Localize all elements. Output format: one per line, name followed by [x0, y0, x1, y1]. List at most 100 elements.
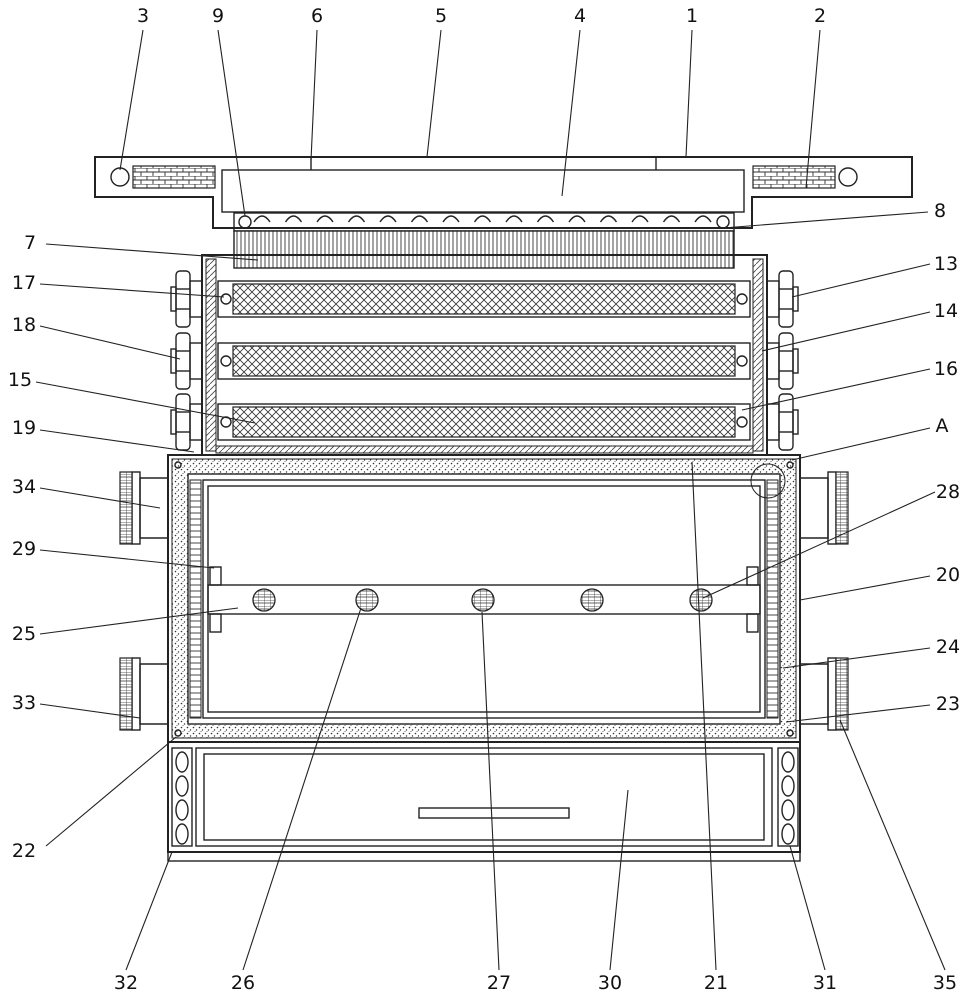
leader-line	[561, 29, 581, 197]
label-29: 29	[12, 538, 36, 560]
mounting-hole-left	[110, 167, 130, 187]
vent-slot	[175, 751, 189, 773]
side-knob-group	[170, 270, 799, 451]
knob-right	[778, 332, 794, 390]
drawer[interactable]	[195, 747, 773, 847]
fan-blade	[379, 215, 397, 223]
base-section	[167, 741, 801, 862]
leader-line	[426, 29, 442, 158]
leader-lines	[35, 29, 946, 971]
label-35: 35	[933, 972, 957, 994]
leader-line	[39, 549, 215, 569]
vent-slot	[781, 799, 795, 821]
leader-line	[39, 283, 225, 298]
fan-blade	[505, 215, 523, 223]
vent-slot	[175, 823, 189, 845]
label-18: 18	[12, 314, 36, 336]
leader-line	[39, 429, 195, 453]
vent-slot	[781, 775, 795, 797]
label-32: 32	[114, 972, 138, 994]
fan-blade	[536, 215, 555, 223]
side-port-group	[119, 471, 849, 731]
leader-line	[609, 789, 629, 971]
spray-nozzle	[355, 588, 379, 612]
leader-line	[125, 851, 173, 971]
label-1: 1	[686, 5, 698, 27]
magnet-block-left	[132, 165, 216, 189]
fan-blade	[347, 215, 366, 223]
leader-line	[45, 736, 177, 847]
label-20: 20	[936, 564, 960, 586]
vent-slot	[781, 751, 795, 773]
vent-slot	[781, 823, 795, 845]
vent-right	[777, 747, 799, 847]
label-3: 3	[137, 5, 149, 27]
leader-line	[791, 263, 931, 298]
label-6: 6	[311, 5, 323, 27]
leader-line	[119, 29, 144, 171]
leader-line	[39, 607, 239, 635]
label-24: 24	[936, 636, 960, 658]
leader-line	[761, 311, 931, 352]
spray-nozzle	[252, 588, 276, 612]
label-17: 17	[12, 272, 36, 294]
port-flange-left	[119, 471, 133, 545]
knob-collar-left	[189, 280, 203, 318]
label-34: 34	[12, 476, 36, 498]
leader-line	[39, 487, 161, 509]
knob-right	[778, 393, 794, 451]
knob-right	[778, 270, 794, 328]
fan-blade	[662, 215, 681, 223]
label-A: A	[936, 415, 949, 437]
label-13: 13	[934, 253, 958, 275]
leader-line	[839, 719, 946, 971]
label-22: 22	[12, 840, 36, 862]
fan-blade	[284, 215, 303, 223]
vent-left	[171, 747, 193, 847]
label-33: 33	[12, 692, 36, 714]
label-30: 30	[598, 972, 622, 994]
vent-slot	[175, 799, 189, 821]
knob-collar-left	[189, 342, 203, 380]
port-body-right	[800, 477, 829, 539]
leader-line	[691, 461, 717, 971]
leader-line	[242, 607, 362, 971]
magnet-block-right	[752, 165, 836, 189]
leader-line	[39, 325, 181, 360]
fan-blade	[568, 215, 586, 223]
label-4: 4	[574, 5, 586, 27]
label-23: 23	[936, 693, 960, 715]
leader-line	[805, 29, 821, 189]
spray-crossbar	[207, 566, 761, 633]
drawer-handle[interactable]	[418, 807, 570, 819]
port-body-right	[800, 663, 829, 725]
filter-screen-top	[232, 283, 736, 315]
fan-blade	[473, 215, 492, 223]
fan-blade	[694, 215, 712, 223]
detail-a-marker	[750, 463, 786, 499]
leader-line	[39, 703, 141, 719]
filter-housing	[201, 254, 768, 456]
leader-line	[782, 647, 931, 669]
label-15: 15	[8, 369, 32, 391]
label-31: 31	[813, 972, 837, 994]
label-2: 2	[814, 5, 826, 27]
leader-line	[791, 427, 931, 461]
label-19: 19	[12, 417, 36, 439]
leader-line	[702, 491, 936, 599]
knob-collar-right	[766, 403, 780, 441]
knob-left	[175, 332, 191, 390]
label-26: 26	[231, 972, 255, 994]
leader-line	[310, 29, 318, 161]
fan-blade	[631, 215, 649, 223]
reference-labels: 3 9 6 5 4 1 2 8 7 17 18 15 19 13 14 16 A…	[8, 5, 960, 994]
label-27: 27	[487, 972, 511, 994]
port-flange-left	[119, 657, 133, 731]
heating-strip-left	[189, 479, 202, 719]
label-25: 25	[12, 623, 36, 645]
leader-line	[685, 29, 693, 158]
filter-screen-bottom	[232, 406, 736, 438]
fan-blade	[253, 215, 271, 223]
fan-blade	[599, 215, 618, 223]
